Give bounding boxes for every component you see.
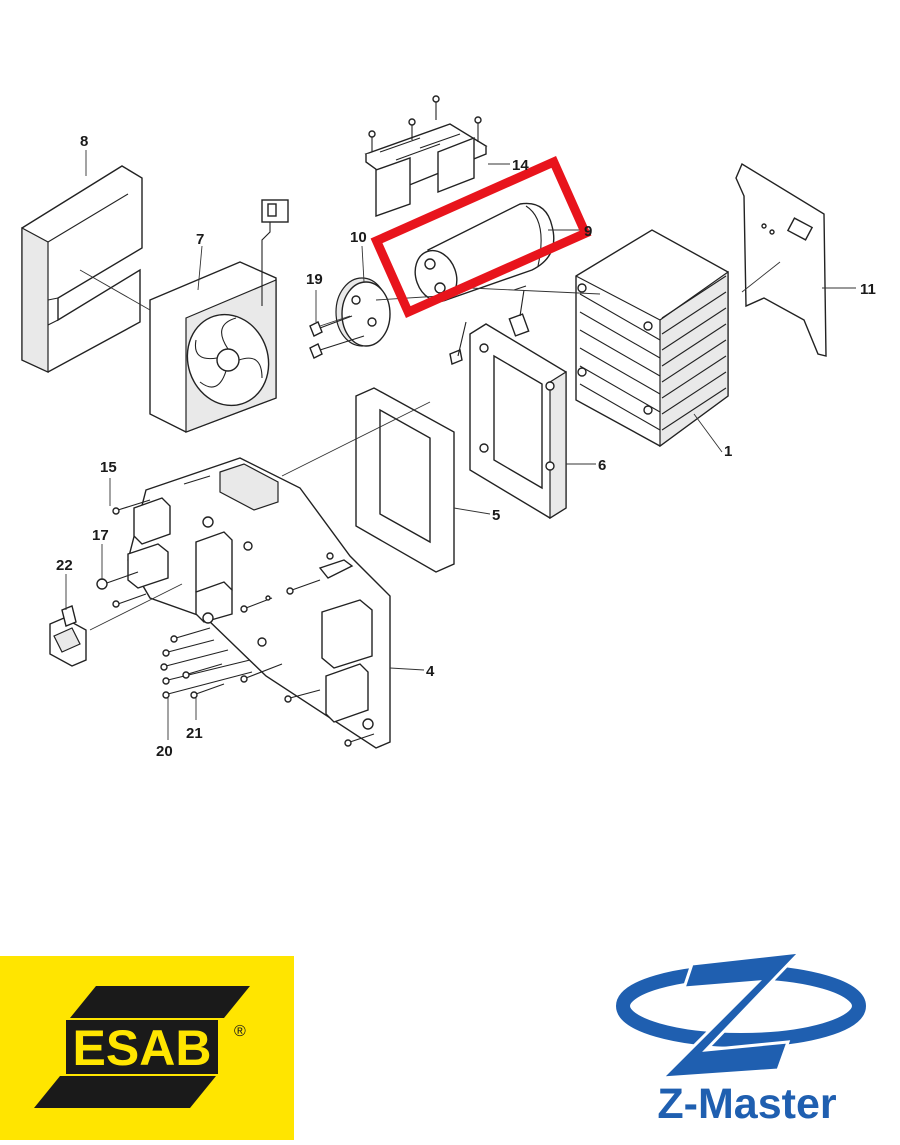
- part-number-5: 5: [492, 507, 500, 524]
- standoff-screws: [449, 285, 530, 365]
- part-number-11: 11: [860, 281, 876, 298]
- board-screws: [96, 499, 375, 747]
- part-8-shroud: [21, 165, 143, 373]
- part-number-20: 20: [156, 743, 173, 760]
- part-10-mounting-disc: [335, 277, 391, 347]
- part-19-screws: [309, 315, 365, 359]
- part-7-fan: [149, 199, 289, 433]
- zmaster-wordmark: Z-Master: [657, 1080, 837, 1128]
- part-number-15: 15: [100, 459, 117, 476]
- part-number-6: 6: [598, 457, 606, 474]
- esab-logo-mark: ESAB ®: [34, 986, 250, 1108]
- esab-wordmark: ESAB: [73, 1020, 212, 1076]
- leader-lines: [65, 150, 856, 740]
- part-22-switch: [49, 605, 87, 667]
- part-number-17: 17: [92, 527, 109, 544]
- part-1-heatsink: [575, 229, 729, 448]
- part-number-21: 21: [186, 725, 203, 742]
- part-number-14: 14: [512, 157, 529, 174]
- part-number-7: 7: [196, 231, 204, 248]
- esab-registered-mark: ®: [234, 1023, 246, 1040]
- part-14-control-board: [364, 95, 488, 217]
- part-6-frame: [469, 323, 567, 520]
- part-number-4: 4: [426, 663, 435, 680]
- part-5-gasket: [355, 387, 455, 573]
- part-number-8: 8: [80, 133, 88, 150]
- part-number-10: 10: [350, 229, 367, 246]
- part-number-9: 9: [584, 223, 592, 240]
- part-11-side-cover: [735, 162, 827, 357]
- part-number-22: 22: [56, 557, 73, 574]
- part-number-1: 1: [724, 443, 732, 460]
- part-number-labels: 8 7 10 19 14 9 11 1 6 5 4 15 17 22 20 21: [56, 133, 876, 760]
- highlight-box-part-9: [370, 155, 592, 319]
- part-number-19: 19: [306, 271, 323, 288]
- zmaster-logo-mark: [616, 950, 866, 1080]
- esab-logo: ESAB ®: [0, 956, 294, 1140]
